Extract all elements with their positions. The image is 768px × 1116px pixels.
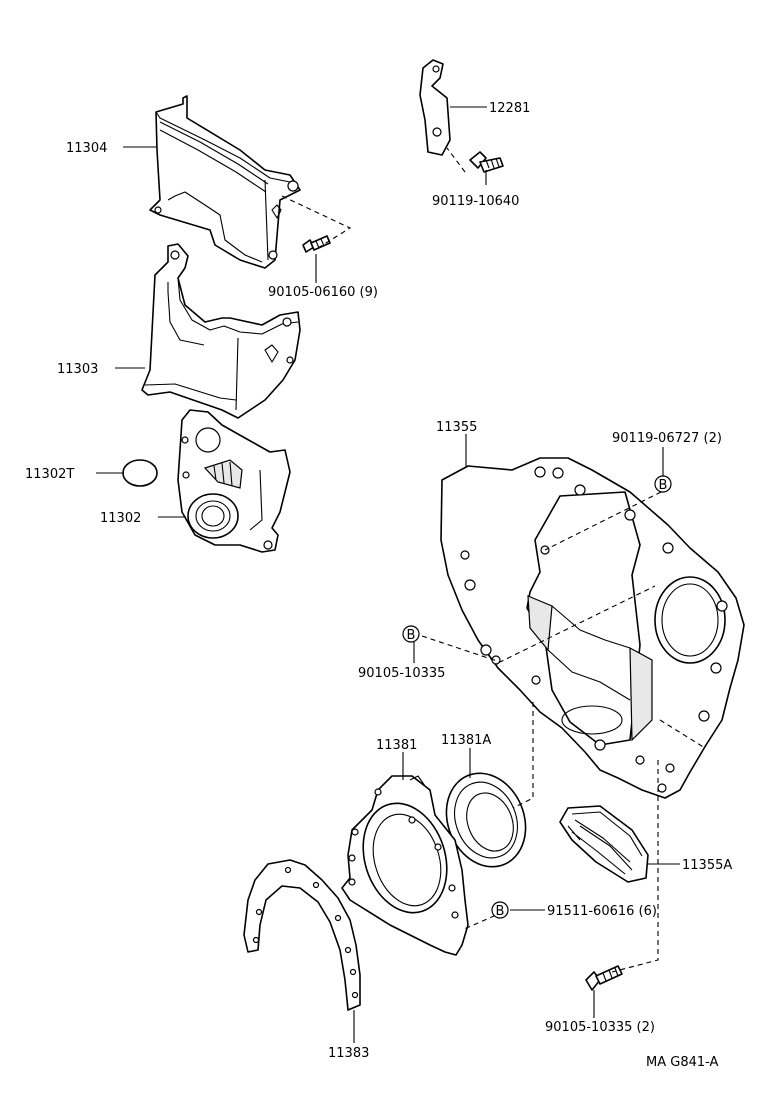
bolt-90119-10640 [469, 151, 504, 173]
label-11304: 11304 [66, 141, 107, 156]
label-90105-06160: 90105-06160 (9) [268, 285, 378, 300]
label-90119-10640: 90119-10640 [432, 194, 519, 209]
svg-text:B: B [496, 904, 505, 919]
bolt-90105-10335-2 [585, 965, 623, 991]
label-91511-60616: 91511-60616 (6) [547, 904, 657, 919]
part-11355A-hole-cover [559, 805, 649, 883]
part-11383-gasket [243, 859, 361, 1011]
bolt-marker-b-middle: B [402, 625, 420, 643]
svg-text:B: B [407, 628, 416, 643]
part-11355-end-plate [440, 457, 745, 799]
part-11381-seal-retainer [341, 775, 469, 956]
bolt-marker-b-top: B [654, 475, 672, 493]
label-90105-10335: 90105-10335 [358, 666, 445, 681]
label-11355: 11355 [436, 420, 477, 435]
diagram-code: MA G841-A [646, 1055, 719, 1070]
bolt-marker-b-bottom: B [491, 901, 509, 919]
part-11302-chain-cover [177, 409, 291, 553]
part-11303-lower-timing-cover [141, 243, 301, 419]
label-11355A: 11355A [682, 858, 732, 873]
label-11381: 11381 [376, 738, 417, 753]
label-12281: 12281 [489, 101, 530, 116]
label-11383: 11383 [328, 1046, 369, 1061]
label-90105-10335-2: 90105-10335 (2) [545, 1020, 655, 1035]
alignment-lines [281, 147, 706, 973]
label-11302: 11302 [100, 511, 141, 526]
part-11302T-plug [122, 459, 158, 487]
label-11302T: 11302T [25, 467, 74, 482]
part-11304-upper-timing-cover [149, 95, 301, 269]
label-11381A: 11381A [441, 733, 491, 748]
bolt-90105-06160 [302, 235, 331, 253]
svg-text:B: B [659, 478, 668, 493]
part-12281-engine-hanger [419, 59, 451, 156]
label-11303: 11303 [57, 362, 98, 377]
label-90119-06727: 90119-06727 (2) [612, 431, 722, 446]
leader-lines [96, 106, 680, 1043]
